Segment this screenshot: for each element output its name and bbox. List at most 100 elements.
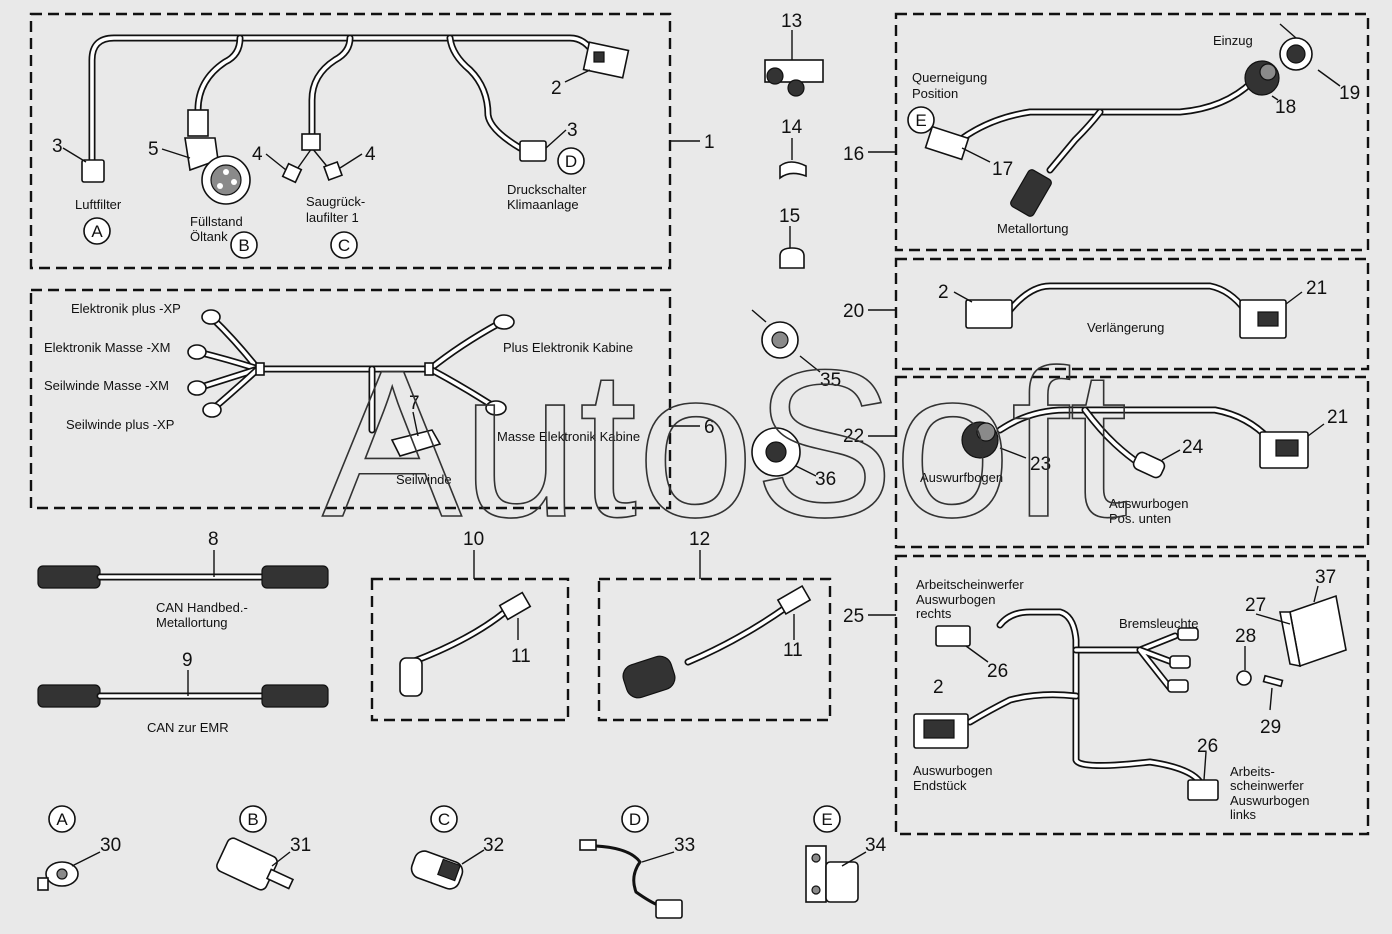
label-endstueck-2: Endstück — [913, 778, 967, 793]
callout-3-right: 3 — [567, 120, 578, 141]
label-querneigung-1: Querneigung — [912, 70, 987, 85]
label-arbeits-rechts-3: rechts — [916, 606, 952, 621]
text-labels: Luftfilter Füllstand Öltank Saugrück- la… — [44, 33, 1310, 822]
label-saugrueck-1: Saugrück- — [306, 194, 365, 209]
callout-30: 30 — [100, 835, 121, 856]
frame-harness-1 — [29, 12, 672, 270]
callout-31: 31 — [290, 835, 311, 856]
letter-c-main: C — [338, 236, 350, 255]
callout-33: 33 — [674, 835, 695, 856]
letter-a-detail: A — [56, 810, 68, 829]
callout-28: 28 — [1235, 626, 1256, 647]
frame-harness-16 — [894, 12, 1370, 252]
callout-5: 5 — [148, 139, 159, 160]
label-can-emr: CAN zur EMR — [147, 720, 229, 735]
harness-20-drawing — [868, 282, 1303, 339]
cables-10-12 — [399, 550, 812, 699]
circle-c-detail — [430, 805, 458, 833]
circle-e-detail — [813, 805, 841, 833]
harness-1-leaders — [62, 69, 591, 171]
label-masse-elektronik-kabine: Masse Elektronik Kabine — [497, 429, 640, 444]
label-auswurfbogen-pos-2: Pos. unten — [1109, 511, 1171, 526]
callout-18: 18 — [1275, 97, 1296, 118]
label-elektronik-plus: Elektronik plus -XP — [71, 301, 181, 316]
callout-20: 20 — [843, 301, 864, 322]
label-auswurfbogen-pos-1: Auswurbogen — [1109, 496, 1189, 511]
circle-a-main — [83, 217, 111, 245]
label-luftfilter: Luftfilter — [75, 197, 122, 212]
callout-2-bottom: 2 — [933, 677, 944, 698]
harness-6-drawing — [187, 309, 700, 457]
letter-d-main: D — [565, 152, 577, 171]
label-saugrueck-2: laufilter 1 — [306, 210, 359, 225]
callout-11-a: 11 — [511, 646, 531, 667]
label-endstueck-1: Auswurbogen — [913, 763, 993, 778]
label-arbeits-links-4: links — [1230, 807, 1257, 822]
label-querneigung-2: Position — [912, 86, 958, 101]
detail-sensors — [37, 837, 867, 919]
label-druckschalter-1: Druckschalter — [507, 182, 587, 197]
letter-a-main: A — [91, 222, 103, 241]
callout-36: 36 — [815, 469, 836, 490]
callout-21-bottom: 21 — [1327, 407, 1348, 428]
label-druckschalter-2: Klimaanlage — [507, 197, 579, 212]
label-seilwinde-plus: Seilwinde plus -XP — [66, 417, 174, 432]
circle-b-detail — [239, 805, 267, 833]
harness-22-drawing — [868, 406, 1325, 479]
reference-circles: A B C D E A B C D E — [48, 106, 935, 833]
callout-3-left: 3 — [52, 136, 63, 157]
harness-1-drawing — [81, 34, 700, 205]
callout-6: 6 — [704, 417, 715, 438]
letter-b-detail: B — [247, 810, 258, 829]
callout-25: 25 — [843, 606, 864, 627]
group-frames — [29, 12, 1370, 836]
circle-a-detail — [48, 805, 76, 833]
callout-14: 14 — [781, 117, 803, 138]
callout-26-b: 26 — [1197, 736, 1218, 757]
circle-c-main — [330, 231, 358, 259]
callout-34: 34 — [865, 835, 887, 856]
callout-8: 8 — [208, 529, 219, 550]
callout-19: 19 — [1339, 83, 1360, 104]
label-arbeits-rechts-1: Arbeitscheinwerfer — [916, 577, 1024, 592]
label-fuellstand-2: Öltank — [190, 229, 228, 244]
letter-e-main: E — [915, 111, 926, 130]
callout-9: 9 — [182, 650, 193, 671]
label-einzug: Einzug — [1213, 33, 1253, 48]
frame-harness-6 — [29, 288, 672, 510]
callout-23: 23 — [1030, 454, 1051, 475]
callout-24: 24 — [1182, 437, 1204, 458]
callout-1: 1 — [704, 132, 715, 153]
callout-4-right: 4 — [365, 144, 376, 165]
callout-12: 12 — [689, 529, 710, 550]
label-arbeits-links-2: scheinwerfer — [1230, 778, 1304, 793]
part-number-callouts: 1 2 3 3 4 4 5 6 7 8 9 10 11 11 12 13 14 … — [52, 11, 1360, 856]
label-can-handbed-1: CAN Handbed.- — [156, 600, 248, 615]
letter-e-detail: E — [821, 810, 832, 829]
frame-cable-10 — [370, 577, 570, 722]
label-bremsleuchte: Bremsleuchte — [1119, 616, 1198, 631]
callout-2-top: 2 — [551, 78, 562, 99]
callout-22: 22 — [843, 426, 864, 447]
label-seilwinde-masse: Seilwinde Masse -XM — [44, 378, 169, 393]
callout-17: 17 — [992, 159, 1013, 180]
label-can-handbed-2: Metallortung — [156, 615, 228, 630]
label-metallortung: Metallortung — [997, 221, 1069, 236]
callout-13: 13 — [781, 11, 802, 32]
letter-b-main: B — [238, 236, 249, 255]
callout-26-a: 26 — [987, 661, 1008, 682]
callout-21-top: 21 — [1306, 278, 1327, 299]
callout-10: 10 — [463, 529, 484, 550]
frame-harness-22 — [894, 375, 1370, 549]
label-elektronik-masse: Elektronik Masse -XM — [44, 340, 170, 355]
callout-32: 32 — [483, 835, 504, 856]
circle-e-main — [907, 106, 935, 134]
circle-b-main — [230, 231, 258, 259]
cables-8-9 — [37, 550, 329, 708]
callout-4-left: 4 — [252, 144, 263, 165]
callout-7: 7 — [409, 393, 420, 414]
label-verlaengerung: Verlängerung — [1087, 320, 1164, 335]
standalone-parts — [751, 30, 824, 477]
frame-cable-12 — [597, 577, 832, 722]
